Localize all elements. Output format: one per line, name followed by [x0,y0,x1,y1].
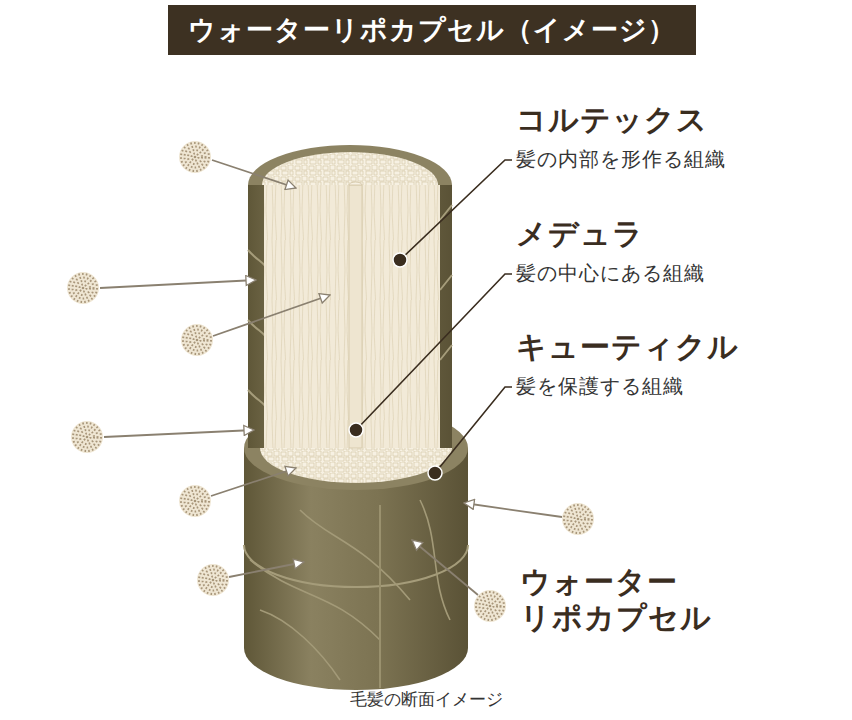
cuticle-lower [244,406,468,690]
cuticle-upper [248,145,452,448]
title-banner: ウォーターリポカプセル（イメージ） [168,5,696,55]
title: ウォーターリポカプセル（イメージ） [188,12,676,48]
part-name: ウォーター リポカプセル [520,564,735,636]
caption: 毛髪の断面イメージ [350,688,503,711]
leader-lines [356,160,512,473]
part-description: 髪を保護する組織 [516,374,684,398]
part-name: コルテックス [516,102,708,138]
cortex-cut-face [264,185,440,448]
leader-dots [349,253,442,480]
part-description: 髪の中心にある組織 [516,261,705,285]
part-name: メデュラ [516,216,644,252]
part-description: 髪の内部を形作る組織 [516,147,726,171]
part-name: キューティクル [516,329,739,365]
medulla-rod [349,185,362,448]
capsule-icons [67,141,594,622]
water-lipo-capsules [100,160,562,595]
